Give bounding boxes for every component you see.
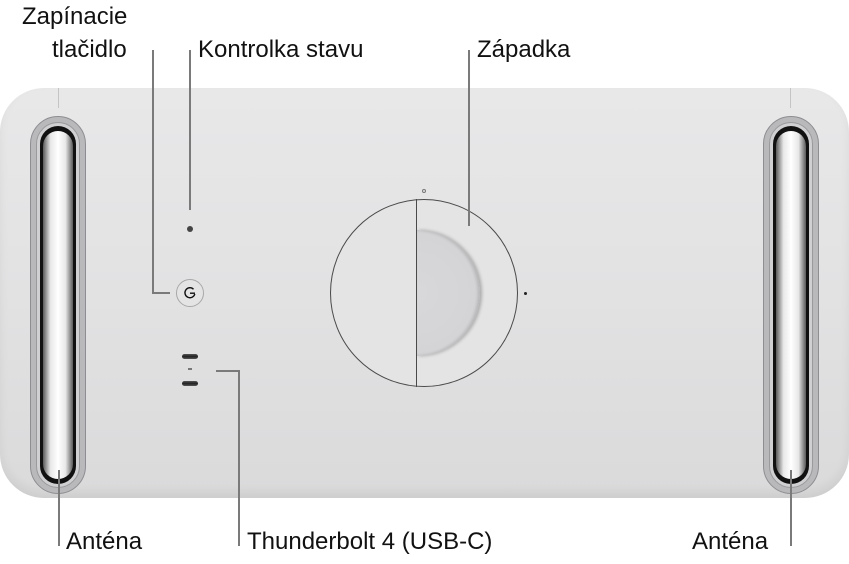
leader-line-power — [152, 50, 154, 294]
label-power-button-line2: tlačidlo — [52, 36, 127, 63]
latch-locked-mark-icon — [422, 189, 426, 193]
power-button[interactable] — [176, 279, 204, 307]
leader-line-latch — [468, 50, 470, 226]
leader-line-antenna-right — [790, 470, 792, 546]
usb-c-port-icon — [182, 354, 198, 359]
panel-seam-right — [790, 88, 791, 108]
power-icon — [184, 287, 196, 299]
leader-line-thunderbolt-h — [216, 370, 240, 372]
label-latch: Západka — [477, 36, 571, 63]
usb-c-port-icon — [182, 381, 198, 386]
latch-split-line — [416, 199, 417, 387]
panel-seam-left — [58, 88, 59, 108]
status-led-icon — [187, 226, 193, 232]
label-antenna-right: Anténa — [692, 528, 769, 555]
label-power-button-line1: Zapínacie — [22, 3, 128, 30]
leader-line-antenna-left — [58, 470, 60, 546]
label-thunderbolt: Thunderbolt 4 (USB-C) — [247, 528, 493, 555]
leader-line-status — [189, 50, 191, 210]
label-antenna-left: Anténa — [66, 528, 143, 555]
latch-unlocked-dot-icon — [524, 292, 527, 295]
thunderbolt-symbol-icon — [188, 368, 192, 370]
leader-line-thunderbolt — [238, 370, 240, 546]
antenna-right — [763, 116, 819, 494]
antenna-left — [30, 116, 86, 494]
label-status-light: Kontrolka stavu — [198, 36, 364, 63]
leader-line-power-h — [152, 292, 170, 294]
